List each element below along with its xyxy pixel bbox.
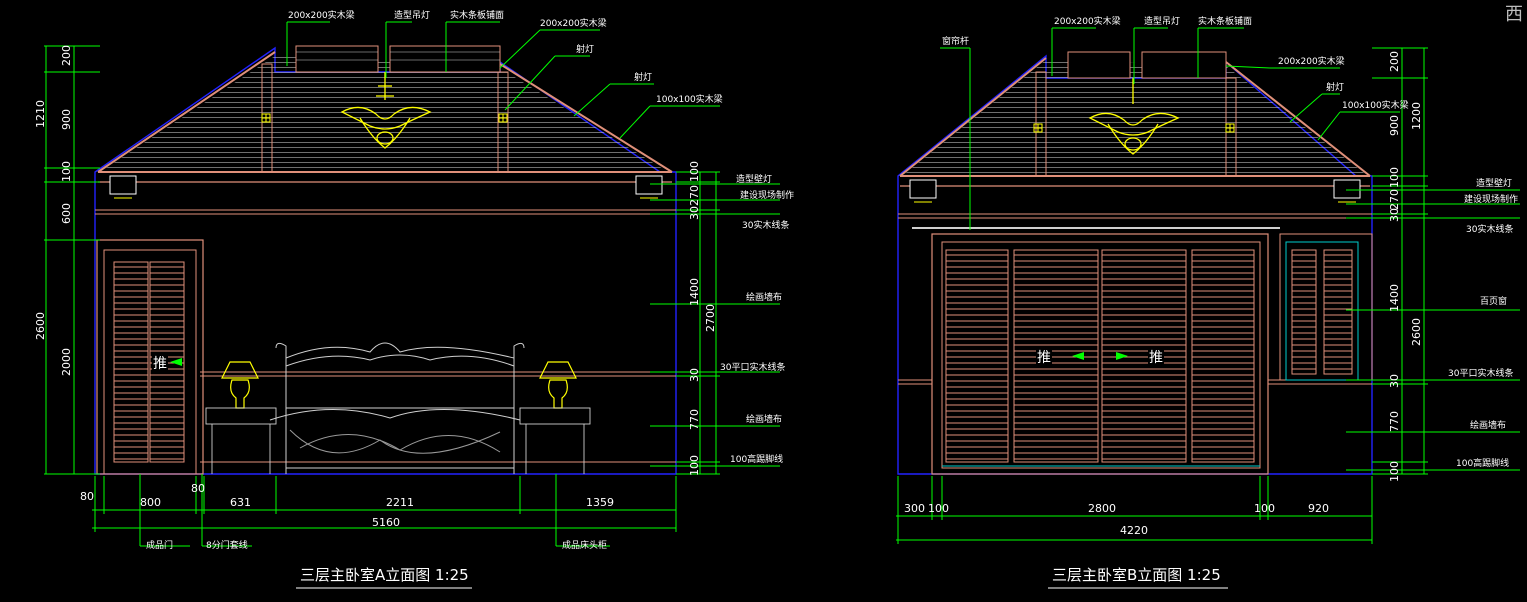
hdim: 80 — [191, 482, 205, 495]
label-spot: 射灯 — [634, 71, 652, 83]
rdim: 30 — [688, 368, 701, 382]
vdim: 200 — [60, 45, 73, 66]
vdim: 1210 — [34, 100, 47, 128]
hdim: 80 — [80, 490, 94, 503]
rdim: 1200 — [1410, 102, 1423, 130]
right-chandelier-icon — [1088, 78, 1180, 155]
right-louver-window — [1279, 233, 1373, 381]
push-mark: 推 — [1037, 350, 1051, 366]
label-headboard: 成品床头柜 — [562, 539, 607, 551]
rdim: 1400 — [1388, 284, 1401, 312]
label-louver: 百页窗 — [1480, 295, 1507, 307]
rdim: 900 — [1388, 115, 1401, 136]
hdim: 1359 — [586, 496, 614, 509]
label-flat30: 30平口实木线条 — [1448, 367, 1513, 379]
vdim: 2600 — [34, 312, 47, 340]
label-beam: 200x200实木梁 — [1054, 15, 1121, 27]
left-bed — [269, 342, 525, 474]
rdim: 770 — [1388, 411, 1401, 432]
hdim: 2211 — [386, 496, 414, 509]
rdim: 270 — [688, 185, 701, 206]
label-beam-small: 100x100实木梁 — [1342, 99, 1409, 111]
left-elevation — [44, 21, 780, 547]
label-wall-lamp: 造型壁灯 — [736, 173, 772, 185]
label-beam-small: 100x100实木梁 — [656, 93, 723, 105]
label-skirting: 100高踢脚线 — [730, 453, 783, 465]
left-annotations: 200x200实木梁 造型吊灯 实木条板铺面 200x200实木梁 射灯 射灯 … — [34, 9, 794, 589]
hdim: 5160 — [372, 516, 400, 529]
right-spot-icon — [1033, 123, 1235, 133]
rdim: 100 — [688, 455, 701, 476]
right-wall-lamp-icon — [909, 179, 1361, 203]
right-annotations: 窗帘杆 200x200实木梁 造型吊灯 实木条板铺面 200x200实木梁 射灯… — [904, 15, 1518, 589]
label-paint: 绘画墙布 — [1470, 419, 1506, 431]
label-beam: 200x200实木梁 — [1278, 55, 1345, 67]
left-chandelier-icon — [340, 72, 432, 149]
hdim: 631 — [230, 496, 251, 509]
label-line30: 30实木线条 — [742, 219, 789, 231]
rdim: 2700 — [704, 304, 717, 332]
rdim: 2600 — [1410, 318, 1423, 346]
label-wall-lamp: 造型壁灯 — [1476, 177, 1512, 189]
hdim: 300 — [904, 502, 925, 515]
label-door-frame: 8分门套线 — [206, 539, 248, 551]
left-wall-lamp-icon — [109, 175, 663, 199]
label-ceiling: 实木条板铺面 — [1198, 15, 1252, 27]
right-elevation — [896, 27, 1520, 544]
left-dim-lines — [44, 21, 780, 547]
rdim: 1400 — [688, 278, 701, 306]
right-dim-lines — [896, 27, 1520, 544]
hdim: 920 — [1308, 502, 1329, 515]
vdim: 900 — [60, 109, 73, 130]
label-skirting: 100高踢脚线 — [1456, 457, 1509, 469]
label-line30: 30实木线条 — [1466, 223, 1513, 235]
label-curtain: 窗帘杆 — [942, 35, 969, 47]
rdim: 200 — [1388, 51, 1401, 72]
hdim: 800 — [140, 496, 161, 509]
label-paint: 绘画墙布 — [746, 413, 782, 425]
label-beam: 200x200实木梁 — [540, 17, 607, 29]
vdim: 100 — [60, 161, 73, 182]
rdim: 30 — [1388, 374, 1401, 388]
label-chandelier: 造型吊灯 — [1144, 15, 1180, 27]
label-site-made: 建设现场制作 — [1464, 193, 1518, 205]
rdim: 270 — [1388, 189, 1401, 210]
left-spot-icon — [261, 113, 508, 123]
label-door: 成品门 — [146, 539, 173, 551]
rdim: 30 — [1388, 208, 1401, 222]
rdim: 100 — [688, 161, 701, 182]
right-title: 三层主卧室B立面图 1:25 — [1052, 566, 1221, 584]
rdim: 100 — [1388, 167, 1401, 188]
hdim: 100 — [1254, 502, 1275, 515]
label-chandelier: 造型吊灯 — [394, 9, 430, 21]
right-roof — [899, 51, 1371, 187]
label-site-made: 建设现场制作 — [740, 189, 794, 201]
right-wardrobe — [931, 233, 1269, 475]
label-spot: 射灯 — [576, 43, 594, 55]
vdim: 2000 — [60, 348, 73, 376]
rdim: 770 — [688, 409, 701, 430]
rdim: 30 — [688, 206, 701, 220]
push-mark: 推 — [1149, 350, 1163, 366]
label-paint: 绘画墙布 — [746, 291, 782, 303]
left-door — [96, 239, 204, 475]
hdim: 100 — [928, 502, 949, 515]
hdim: 2800 — [1088, 502, 1116, 515]
label-spot: 射灯 — [1326, 81, 1344, 93]
label-beam: 200x200实木梁 — [288, 9, 355, 21]
label-ceiling: 实木条板铺面 — [450, 9, 504, 21]
label-flat30: 30平口实木线条 — [720, 361, 785, 373]
left-nightstand-lamps — [205, 361, 591, 474]
corner-mark: 西 — [1505, 4, 1523, 25]
hdim: 4220 — [1120, 524, 1148, 537]
push-mark: 推 — [153, 356, 167, 372]
left-title: 三层主卧室A立面图 1:25 — [300, 566, 469, 584]
vdim: 600 — [60, 203, 73, 224]
rdim: 100 — [1388, 461, 1401, 482]
left-roof — [97, 45, 673, 183]
